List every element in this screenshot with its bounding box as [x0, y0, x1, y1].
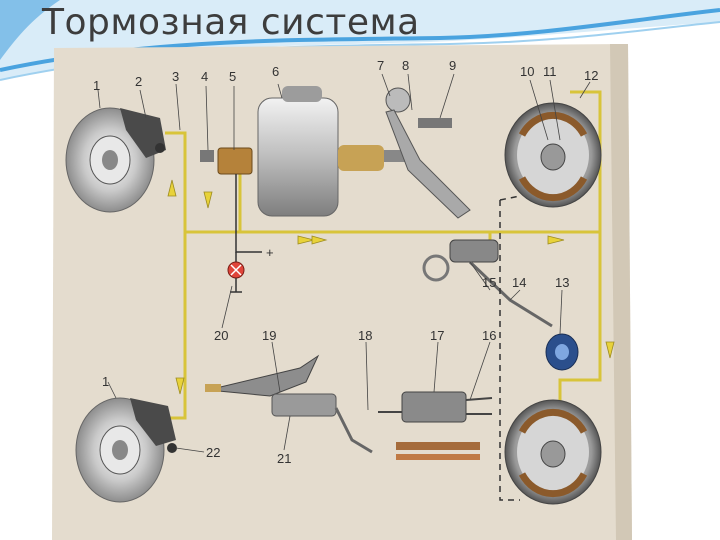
front-disc-brake-top	[65, 107, 166, 213]
callout-15: 15	[482, 275, 496, 290]
callout-4: 4	[201, 69, 208, 84]
leader-lines	[97, 73, 591, 453]
callout-22: 22	[206, 445, 220, 460]
callout-13: 13	[555, 275, 569, 290]
callout-17: 17	[430, 328, 444, 343]
callout-1-bottom: 1	[102, 374, 109, 389]
callout-3: 3	[172, 69, 179, 84]
callout-14: 14	[512, 275, 526, 290]
callout-9: 9	[449, 58, 456, 73]
front-disc-brake-bottom	[75, 397, 177, 503]
callout-labels: 1 2 3 4 5 6 7 8 9 10 11 12 13 14 15 16 1…	[93, 58, 598, 466]
parking-brake-lever	[205, 354, 373, 454]
callout-16: 16	[482, 328, 496, 343]
callout-21: 21	[277, 451, 291, 466]
callout-18: 18	[358, 328, 372, 343]
callout-10: 10	[520, 64, 534, 79]
callout-20: 20	[214, 328, 228, 343]
dashed-cable	[499, 195, 521, 501]
rear-drum-brake-bottom	[504, 399, 602, 505]
vacuum-booster	[257, 86, 414, 217]
wire-plus-label: +	[266, 245, 274, 260]
callout-5: 5	[229, 69, 236, 84]
callout-7: 7	[377, 58, 384, 73]
callout-8: 8	[402, 58, 409, 73]
brake-pedal	[385, 87, 471, 219]
book-page	[52, 44, 632, 540]
callout-2: 2	[135, 74, 142, 89]
callout-19: 19	[262, 328, 276, 343]
callout-1-top: 1	[93, 78, 100, 93]
slide-title: Тормозная система	[42, 2, 420, 43]
warning-lamp-circuit: +	[200, 147, 274, 293]
rear-drum-brake-top	[504, 102, 602, 208]
callout-11: 11	[543, 64, 557, 79]
flow-arrows	[167, 179, 615, 395]
callout-6: 6	[272, 64, 279, 79]
callout-12: 12	[584, 68, 598, 83]
